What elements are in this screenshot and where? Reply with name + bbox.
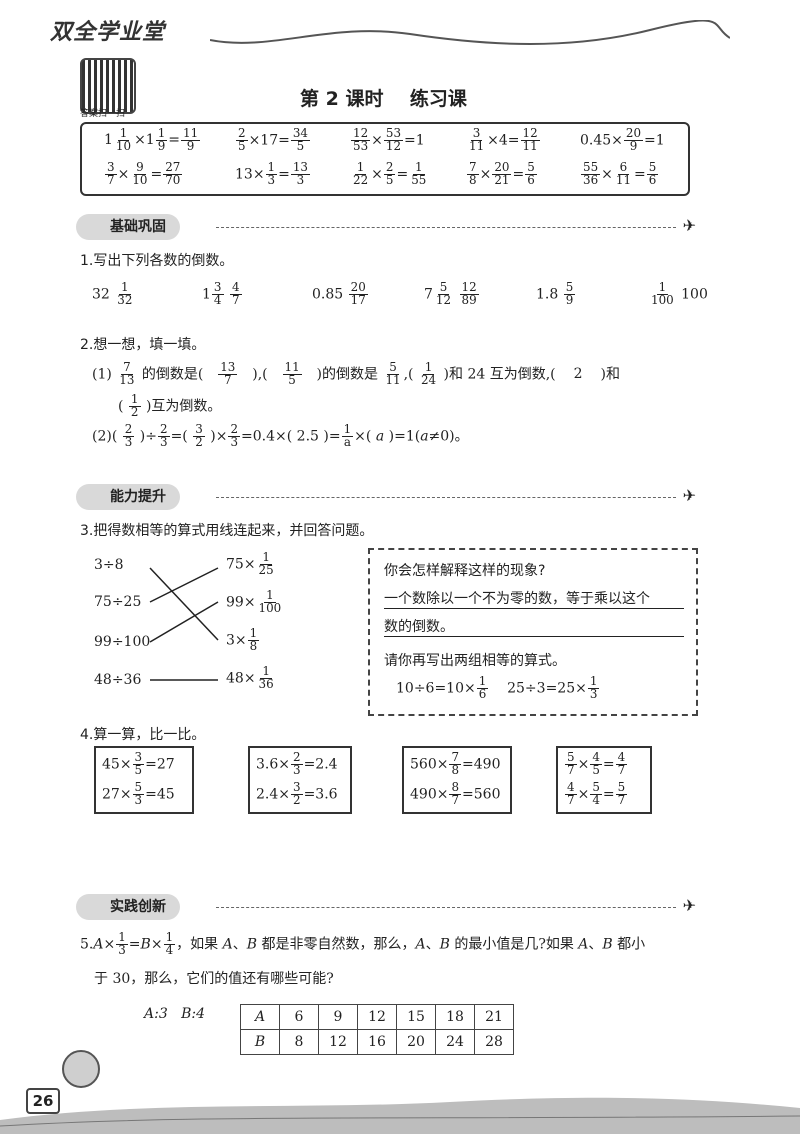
q4-stem: 4.算一算，比一比。 <box>80 727 206 743</box>
page-title: 第 2 课时 练习课 <box>300 88 467 110</box>
table-row: A 6 9 12 15 18 21 <box>240 1004 514 1030</box>
q4-box-3 <box>402 746 512 814</box>
plane-icon: ✈ <box>682 216 696 235</box>
q5-stem-2: 于 30，那么，它们的值还有哪些可能? <box>94 971 334 987</box>
table-cell: 16 <box>357 1029 397 1055</box>
q4-box-4 <box>556 746 652 814</box>
page-number: 26 <box>26 1088 60 1114</box>
brand-logo: 双全学业堂 <box>50 20 166 45</box>
table-cell: 15 <box>396 1004 436 1030</box>
q1-stem: 1.写出下列各数的倒数。 <box>80 253 234 269</box>
q3-explain-answer-2: 数的倒数。 <box>384 616 684 637</box>
plane-icon: ✈ <box>682 896 696 915</box>
qr-caption: 答案扫一扫 <box>80 109 126 119</box>
q3-left-3: 99÷100 <box>94 634 151 650</box>
table-cell: 12 <box>357 1004 397 1030</box>
q5-answer: A:3 B:4 <box>144 1006 205 1022</box>
q3-connecting-lines <box>149 567 219 681</box>
q3-left-2: 75÷25 <box>94 594 142 610</box>
table-cell: 6 <box>279 1004 319 1030</box>
table-cell: B <box>240 1029 280 1055</box>
q3-explain-answer-1: 一个数除以一个不为零的数，等于乘以这个 <box>384 588 684 609</box>
table-cell: A <box>240 1004 280 1030</box>
q3-left-1: 3÷8 <box>94 557 124 573</box>
qr-code[interactable] <box>80 58 136 114</box>
q4-box-2 <box>248 746 352 814</box>
q3-explain-question: 你会怎样解释这样的现象? <box>384 563 546 579</box>
table-cell: 12 <box>318 1029 358 1055</box>
q4-box-1 <box>94 746 194 814</box>
q2-stem: 2.想一想，填一填。 <box>80 337 206 353</box>
section-ability: 能力提升 ✈ <box>76 484 696 510</box>
table-cell: 24 <box>435 1029 475 1055</box>
q3-explain-box <box>368 548 698 716</box>
header-wave-line <box>210 20 730 45</box>
section-basic-label: 基础巩固 <box>76 214 180 240</box>
q3-write-question: 请你再写出两组相等的算式。 <box>384 653 566 669</box>
table-cell: 18 <box>435 1004 475 1030</box>
table-cell: 21 <box>474 1004 514 1030</box>
plane-icon: ✈ <box>682 486 696 505</box>
q3-left-4: 48÷36 <box>94 672 142 688</box>
table-cell: 9 <box>318 1004 358 1030</box>
section-ability-label: 能力提升 <box>76 484 180 510</box>
q5-table: A 6 9 12 15 18 21 B 8 12 16 20 24 28 <box>240 1004 514 1055</box>
section-practice: 实践创新 ✈ <box>76 894 696 920</box>
section-practice-label: 实践创新 <box>76 894 180 920</box>
table-cell: 8 <box>279 1029 319 1055</box>
table-cell: 28 <box>474 1029 514 1055</box>
table-row: B 8 12 16 20 24 28 <box>240 1029 514 1055</box>
q3-stem: 3.把得数相等的算式用线连起来，并回答问题。 <box>80 523 374 539</box>
warmup-box <box>80 122 690 196</box>
section-basic: 基础巩固 ✈ <box>76 214 696 240</box>
table-cell: 20 <box>396 1029 436 1055</box>
child-illustration <box>62 1050 100 1088</box>
footer-ground-illustration <box>0 1097 800 1134</box>
